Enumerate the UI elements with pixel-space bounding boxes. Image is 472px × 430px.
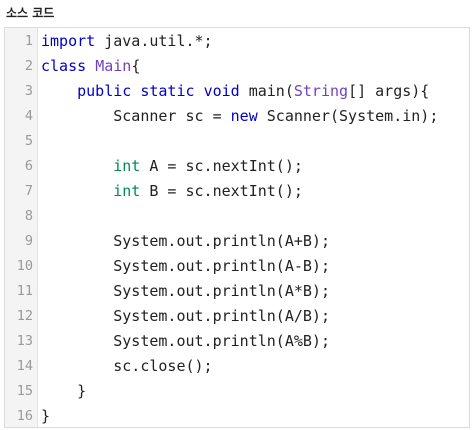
- code-token: String: [293, 82, 349, 100]
- line-number: 13: [16, 333, 33, 349]
- code-token: }: [41, 407, 51, 425]
- line-number: 1: [24, 33, 33, 49]
- code-line: 6 int A = sc.nextInt();: [5, 154, 469, 179]
- code-token: int: [113, 182, 141, 200]
- code-text: int A = sc.nextInt();: [33, 154, 469, 179]
- line-number: 9: [24, 233, 33, 249]
- code-text: System.out.println(A-B);: [33, 254, 469, 279]
- code-token: B = sc.nextInt();: [140, 182, 303, 200]
- code-text: }: [33, 379, 469, 404]
- code-token: void: [203, 82, 240, 100]
- code-text: [33, 129, 469, 154]
- line-number: 15: [16, 383, 33, 399]
- code-token: Scanner(System.in);: [257, 107, 439, 125]
- code-line: 13 System.out.println(A%B);: [5, 329, 469, 354]
- line-number: 4: [24, 108, 33, 124]
- line-number: 12: [16, 308, 33, 324]
- code-line: 4 Scanner sc = new Scanner(System.in);: [5, 104, 469, 129]
- code-text: Scanner sc = new Scanner(System.in);: [33, 104, 469, 129]
- line-number: 7: [24, 183, 33, 199]
- code-token: java.util.*;: [95, 32, 213, 50]
- code-line: 15 }: [5, 379, 469, 404]
- code-line: 5: [5, 129, 469, 154]
- code-text: [33, 204, 469, 229]
- code-token: System.out.println(A-B);: [41, 257, 330, 275]
- code-token: [41, 182, 113, 200]
- code-line: 16}: [5, 404, 469, 429]
- code-token: [131, 82, 140, 100]
- code-token: [86, 57, 95, 75]
- code-token: {: [131, 57, 141, 75]
- line-number: 5: [24, 133, 33, 149]
- line-number: 3: [24, 83, 33, 99]
- code-token: A = sc.nextInt();: [140, 157, 303, 175]
- code-token: [] args){: [348, 82, 430, 100]
- code-token: System.out.println(A%B);: [41, 332, 330, 350]
- line-number: 2: [24, 58, 33, 74]
- code-token: import: [41, 32, 96, 50]
- code-token: Main: [95, 57, 132, 75]
- code-token: [41, 157, 113, 175]
- code-text: System.out.println(A+B);: [33, 229, 469, 254]
- code-text: public static void main(String[] args){: [33, 79, 469, 104]
- line-number: 11: [16, 283, 33, 299]
- code-token: main(: [239, 82, 294, 100]
- code-token: int: [113, 157, 141, 175]
- line-number: 6: [24, 158, 33, 174]
- code-text: System.out.println(A%B);: [33, 329, 469, 354]
- code-line: 9 System.out.println(A+B);: [5, 229, 469, 254]
- source-code-title: 소스 코드: [6, 6, 55, 20]
- code-text: System.out.println(A*B);: [33, 279, 469, 304]
- code-text: int B = sc.nextInt();: [33, 179, 469, 204]
- code-line: 10 System.out.println(A-B);: [5, 254, 469, 279]
- code-line: 12 System.out.println(A/B);: [5, 304, 469, 329]
- code-text: System.out.println(A/B);: [33, 304, 469, 329]
- code-token: [41, 82, 77, 100]
- code-line: 14 sc.close();: [5, 354, 469, 379]
- line-number: 10: [16, 258, 33, 274]
- line-number: 14: [16, 358, 33, 374]
- code-line: 8: [5, 204, 469, 229]
- line-number-gutter: [5, 28, 38, 427]
- code-text: class Main{: [33, 54, 469, 79]
- code-token: class: [41, 57, 87, 75]
- code-token: }: [41, 382, 87, 400]
- code-token: System.out.println(A/B);: [41, 307, 330, 325]
- code-token: public: [77, 82, 132, 100]
- code-text: sc.close();: [33, 354, 469, 379]
- code-text: }: [33, 404, 469, 429]
- code-token: System.out.println(A*B);: [41, 282, 330, 300]
- line-number: 16: [16, 408, 33, 424]
- code-token: [195, 82, 204, 100]
- code-token: sc.close();: [41, 357, 213, 375]
- code-token: System.out.println(A+B);: [41, 232, 330, 250]
- code-line: 3 public static void main(String[] args)…: [5, 79, 469, 104]
- code-text: import java.util.*;: [33, 29, 469, 54]
- line-number: 8: [24, 208, 33, 224]
- code-line: 7 int B = sc.nextInt();: [5, 179, 469, 204]
- code-token: Scanner sc =: [41, 107, 231, 125]
- code-token: new: [230, 107, 258, 125]
- code-token: static: [140, 82, 195, 100]
- code-line: 11 System.out.println(A*B);: [5, 279, 469, 304]
